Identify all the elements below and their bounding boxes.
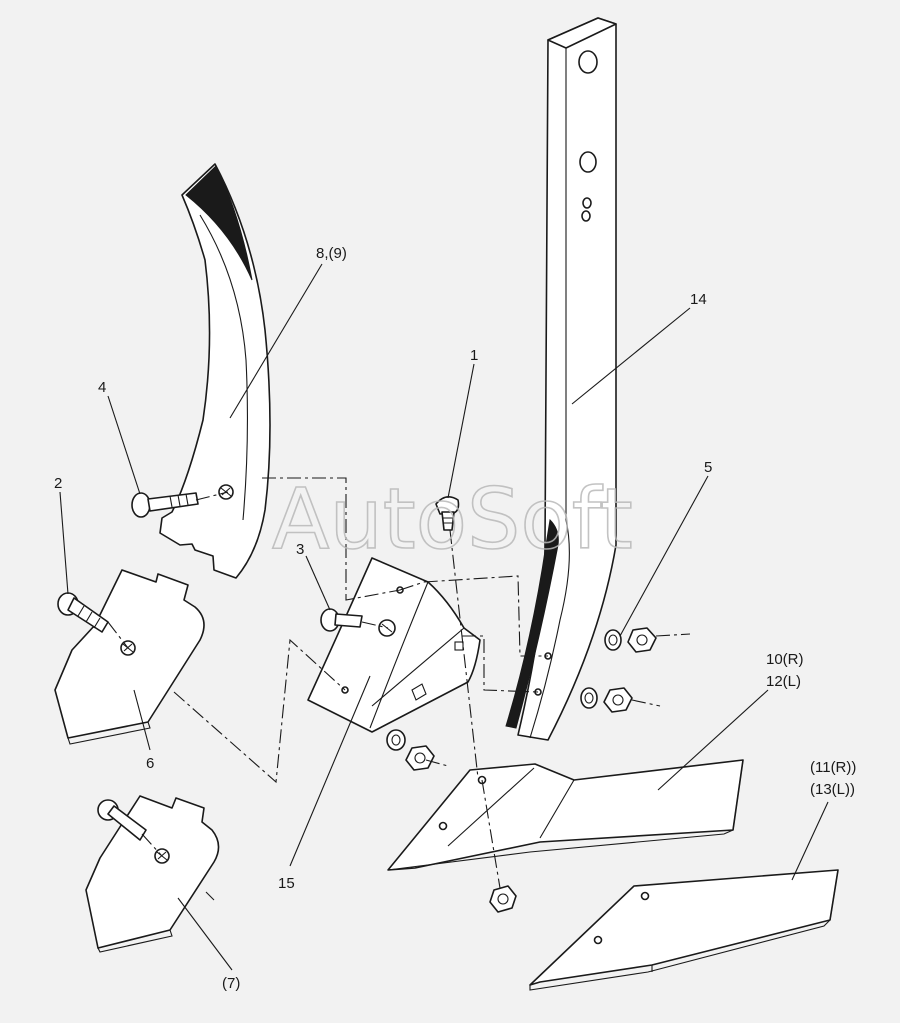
callout-1: 1 [470,347,478,364]
callout-13-l: (13(L)) [810,781,855,798]
callout-15: 15 [278,875,295,892]
share-part-11 [529,869,839,991]
bolt-part-1 [435,496,460,531]
callout-8-9: 8,(9) [316,245,347,262]
bolt-part-4 [131,492,199,518]
bolt-part-2 [57,592,109,633]
moldboard-part-8 [159,163,271,579]
assembly-lines [107,477,691,889]
callout-2: 2 [54,475,62,492]
washer-nut-bracket [386,729,435,771]
callout-5: 5 [704,459,712,476]
callout-7: (7) [222,975,240,992]
share-part-10 [387,759,744,871]
bracket-part-15 [307,557,481,733]
callout-3: 3 [296,541,304,558]
point-plate-part-7 [85,795,220,953]
callout-14: 14 [690,291,707,308]
bolt-part-3 [320,608,396,637]
leader-lines [59,263,829,971]
washer-nut-part-5 [604,627,657,653]
washer-nut-lower [580,687,633,713]
callout-12-l: 12(L) [766,673,801,690]
point-plate-part-6 [54,569,205,745]
callout-11-r: (11(R)) [810,759,856,776]
callout-10-r: 10(R) [766,651,804,668]
callout-labels: 1 2 3 4 5 6 (7) 8,(9) 10(R) 12(L) (11(R)… [54,245,856,992]
callout-6: 6 [146,755,154,772]
callout-4: 4 [98,379,106,396]
autosoft-watermark: AutoSoft [272,470,633,568]
shank-part-14 [505,17,617,741]
nut-share [489,885,517,913]
